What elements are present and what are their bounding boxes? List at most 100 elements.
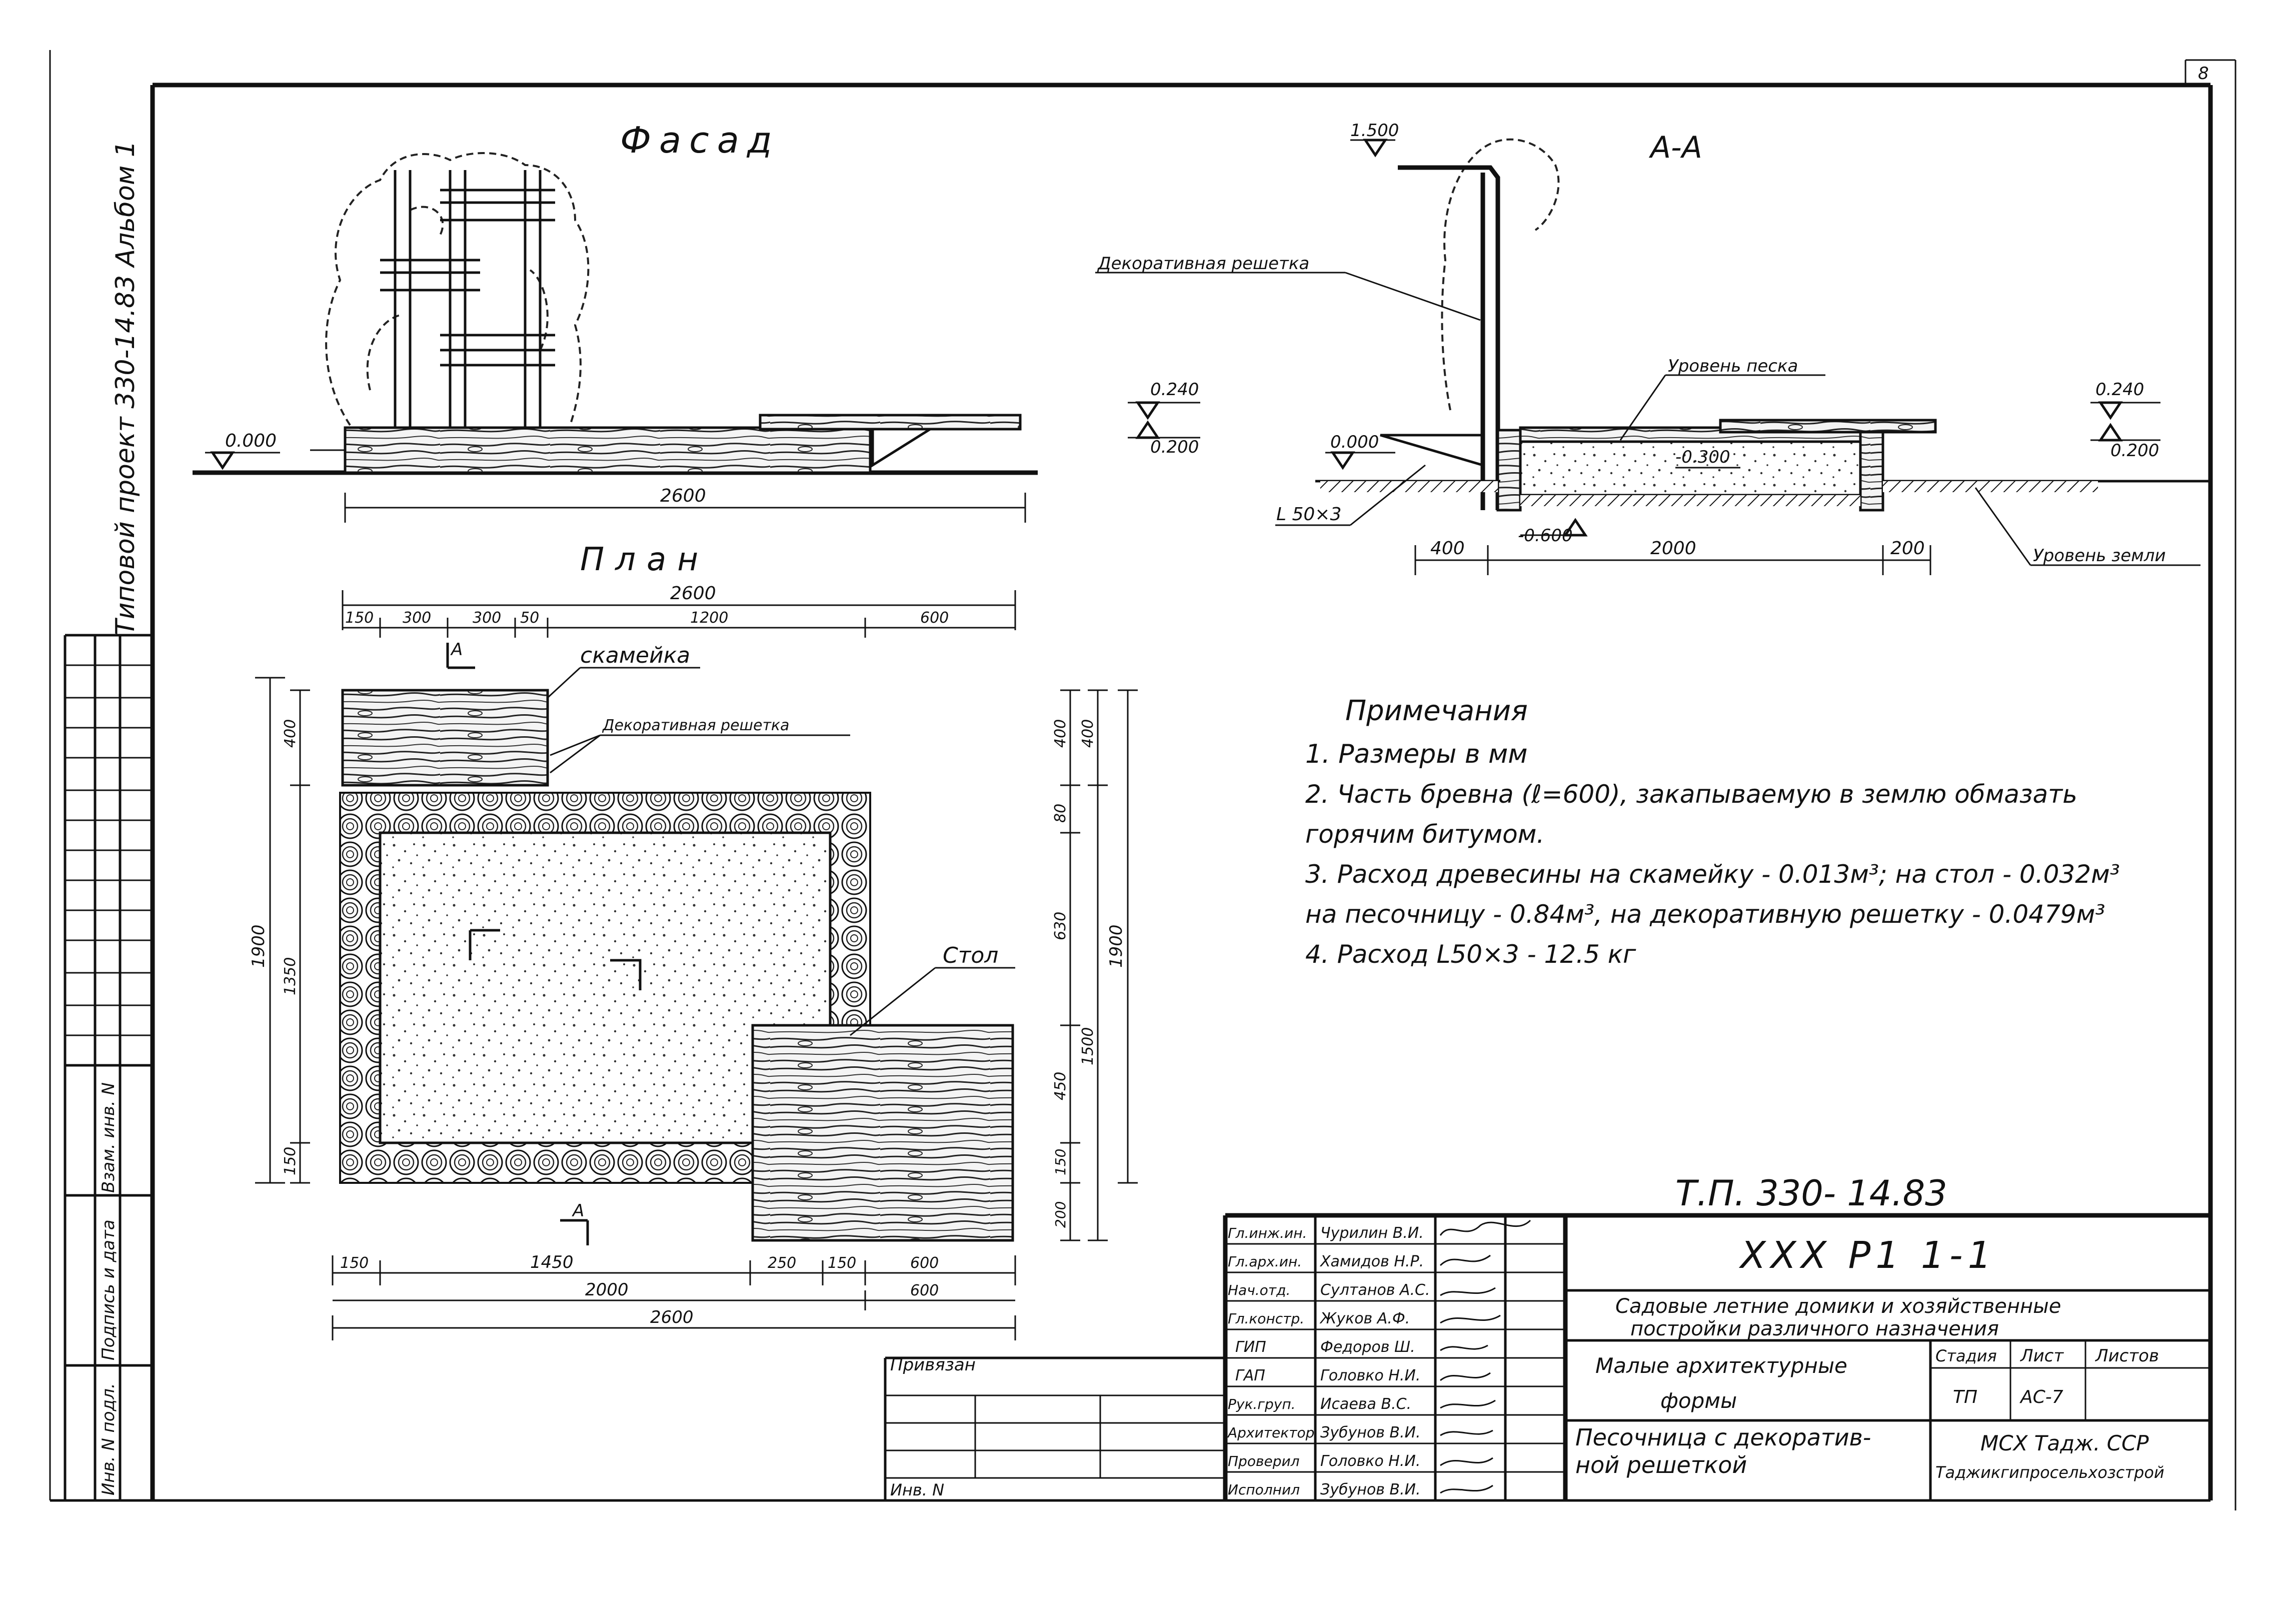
section-level-240: 0.240 — [2095, 380, 2144, 400]
facade-table — [759, 414, 1022, 431]
section-view: А-А 1.500 Декоративная решетка Уровень п… — [1095, 121, 2210, 575]
plan-left-bottom: 150 — [282, 1147, 299, 1175]
role-4: ГИП — [1235, 1338, 1266, 1356]
plan-bottom-dim-3: 250 — [768, 1254, 796, 1272]
facade-sandbox-logs — [344, 426, 872, 474]
sheet-code: XXX P1 1-1 — [1738, 1234, 1996, 1277]
org-1: МСХ Тадж. ССР — [1980, 1431, 2149, 1455]
role-9: Исполнил — [1228, 1481, 1300, 1498]
plan-bottom-total: 2600 — [650, 1307, 694, 1327]
sheet-frame — [49, 50, 2236, 1510]
note-line-4: 3. Расход древесины на скамейку - 0.013м… — [1305, 860, 2120, 889]
name-5: Головко Н.И. — [1320, 1367, 1420, 1384]
plan-top-dim-2: 300 — [403, 609, 431, 627]
stage-value: ТП — [1953, 1387, 1977, 1407]
section-dim-1: 400 — [1430, 538, 1465, 559]
org-2: Таджикгипросельхозстрой — [1935, 1463, 2164, 1482]
plan-table — [751, 1024, 1014, 1242]
plan-right-dim-1: 400 — [1052, 719, 1069, 748]
facade-level-240: 0.240 — [1150, 380, 1199, 400]
name-8: Головко Н.И. — [1320, 1452, 1420, 1470]
inv-orig-label: Инв. N подл. — [99, 1383, 119, 1495]
bound-label: Привязан — [890, 1355, 976, 1375]
drawing-name-1: Песочница с декоратив- — [1575, 1424, 1871, 1451]
sign-date-label: Подпись и дата — [99, 1219, 119, 1360]
plan-bottom-dim-5: 600 — [910, 1254, 939, 1272]
note-line-2: 2. Часть бревна (ℓ=600), закапываемую в … — [1305, 780, 2077, 809]
plan-right-dim-6: 200 — [1052, 1201, 1069, 1228]
plan-grid-label: Декоративная решетка — [602, 717, 789, 734]
inv-label: Инв. N — [890, 1480, 944, 1499]
plan-bottom-dim-7: 600 — [910, 1282, 939, 1299]
note-line-3: горячим битумом. — [1305, 820, 1544, 849]
section-lattice-post — [1398, 165, 1500, 510]
section-level-top: 1.500 — [1350, 121, 1399, 141]
sidebar: Типовой проект 330-14.83 Альбом 1 Взам. … — [64, 141, 153, 1500]
section-foliage — [1441, 138, 1560, 411]
sheets-label: Листов — [2094, 1346, 2159, 1366]
role-8: Проверил — [1228, 1453, 1300, 1469]
series-title-2: постройки различного назначения — [1630, 1317, 1999, 1340]
role-0: Гл.инж.ин. — [1228, 1225, 1307, 1241]
section-title: А-А — [1648, 130, 1702, 165]
section-sand-level-label: Уровень песка — [1668, 356, 1798, 376]
name-6: Исаева В.С. — [1320, 1395, 1411, 1413]
plan-bottom-dim-4: 150 — [828, 1254, 856, 1272]
series-title-1: Садовые летние домики и хозяйственные — [1615, 1295, 2061, 1318]
plan-left-inner: 1350 — [282, 957, 299, 995]
section-dim-2: 2000 — [1650, 538, 1696, 559]
note-line-6: 4. Расход L50×3 - 12.5 кг — [1305, 940, 1636, 969]
notes-title: Примечания — [1345, 695, 1528, 727]
plan-cut-label-top: А — [450, 640, 463, 660]
section-level-600: -0.600 — [1518, 526, 1573, 546]
role-6: Рук.груп. — [1228, 1396, 1296, 1412]
drawing-name-2: ной решеткой — [1575, 1451, 1747, 1478]
facade-lattice — [380, 170, 555, 430]
plan-title: План — [580, 541, 709, 578]
plan-right-dim-5: 150 — [1052, 1149, 1069, 1175]
name-7: Зубунов В.И. — [1320, 1424, 1421, 1441]
name-1: Хамидов Н.Р. — [1319, 1253, 1424, 1270]
plan-top-dim-5: 1200 — [690, 609, 728, 627]
role-1: Гл.арх.ин. — [1228, 1253, 1302, 1270]
plan-right-dim-4: 450 — [1052, 1072, 1069, 1100]
plan-top-dim-6: 600 — [920, 609, 949, 627]
facade-title: Фасад — [620, 119, 780, 161]
facade-dim-total: 2600 — [660, 486, 706, 506]
section-level-zero: 0.000 — [1330, 432, 1379, 452]
plan-right-dim-3: 630 — [1052, 912, 1069, 940]
plan-bench-label: скамейка — [580, 643, 690, 668]
section-grid-label: Декоративная решетка — [1097, 254, 1309, 274]
plan-top-dim-3: 300 — [473, 609, 501, 627]
stage-label: Стадия — [1935, 1346, 1997, 1365]
facade-view: Фасад 0.000 — [193, 119, 1200, 523]
plan-left-outer: 1900 — [249, 924, 269, 968]
plan-bench — [341, 689, 549, 787]
plan-right-top: 400 — [1079, 719, 1097, 748]
role-7: Архитектор — [1227, 1424, 1314, 1441]
plan-left-top: 400 — [282, 719, 299, 748]
role-5: ГАП — [1235, 1367, 1265, 1384]
project-label: Типовой проект 330-14.83 Альбом 1 — [111, 141, 141, 635]
plan-bottom-dim-6: 2000 — [585, 1280, 629, 1300]
section-name-2: формы — [1660, 1388, 1737, 1413]
plan-bottom-dim-1: 150 — [340, 1254, 369, 1272]
plan-table-label: Стол — [943, 943, 998, 968]
name-2: Султанов А.С. — [1320, 1281, 1430, 1299]
notes: Примечания 1. Размеры в мм 2. Часть брев… — [1305, 695, 2120, 969]
section-dim-3: 200 — [1890, 538, 1925, 559]
signatures — [1439, 1219, 1531, 1494]
section-level-300: -0.300 — [1675, 447, 1730, 467]
section-table — [1719, 419, 1937, 434]
role-2: Нач.отд. — [1228, 1282, 1290, 1298]
plan-top-dim-4: 50 — [520, 609, 539, 627]
sheet-label: Лист — [2019, 1346, 2064, 1366]
note-line-5: на песочницу - 0.84м³, на декоративную р… — [1305, 900, 2105, 929]
section-name-1: Малые архитектурные — [1595, 1353, 1847, 1378]
plan-top-dim-1: 150 — [345, 609, 374, 627]
plan-view: План 2600 150 300 300 50 1200 600 А скам… — [249, 541, 1138, 1340]
name-3: Жуков А.Ф. — [1319, 1310, 1410, 1327]
name-9: Зубунов В.И. — [1320, 1481, 1421, 1498]
role-3: Гл.констр. — [1228, 1310, 1304, 1327]
